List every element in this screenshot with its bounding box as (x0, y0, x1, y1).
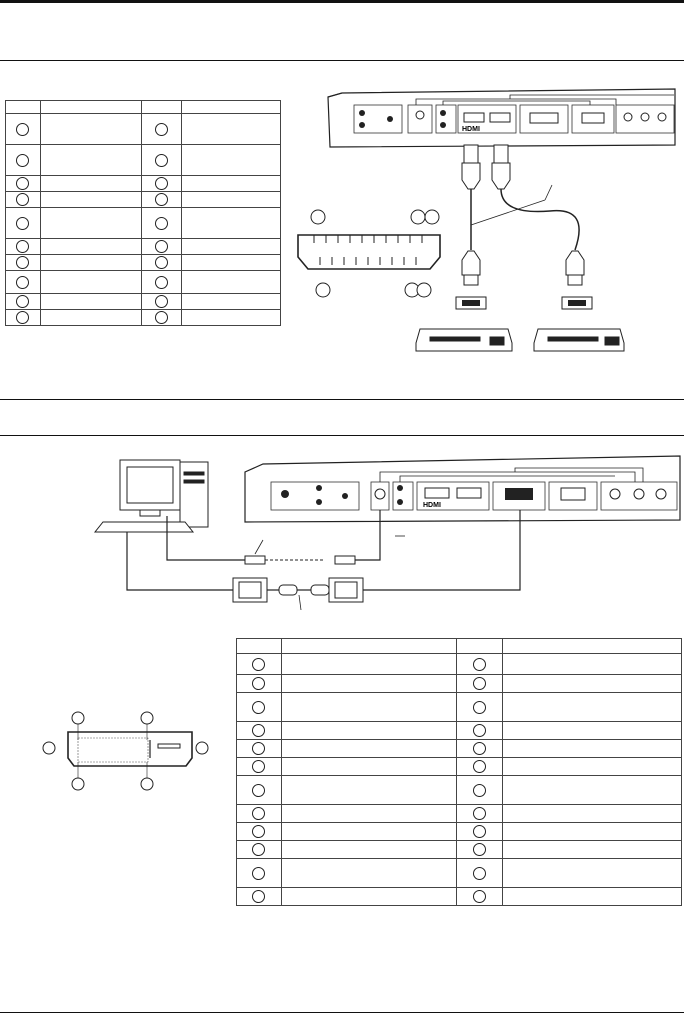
section-divider-2 (0, 399, 684, 400)
pin-number-circle (472, 890, 486, 903)
pin-number-circle (16, 275, 30, 289)
pin-number-circle (154, 240, 168, 253)
dvd-player-2 (533, 328, 625, 352)
table-row (5, 144, 282, 176)
hdmi-pin-table (5, 100, 282, 326)
table-row (236, 775, 682, 805)
hdmi-cable-1 (491, 144, 585, 286)
pin-number-circle (16, 311, 30, 324)
table-row (236, 692, 682, 722)
table-row (236, 887, 682, 906)
pin-number-circle (252, 657, 266, 671)
table-row (236, 721, 682, 740)
hdmi-cable-2 (461, 144, 481, 286)
component-block (615, 104, 675, 134)
bottom-border (0, 1012, 684, 1013)
top-border (0, 0, 684, 3)
pin-number-circle (154, 295, 168, 308)
pin-number-circle (252, 807, 266, 820)
table-row (236, 858, 682, 888)
table-row (236, 804, 682, 823)
pin-number-circle (252, 677, 266, 690)
pin-number-circle (154, 311, 168, 324)
pin-number-circle (252, 724, 266, 737)
audio-cable (166, 516, 245, 561)
hdmi-pins-top (313, 235, 423, 265)
pin-number-circle (16, 256, 30, 269)
dvi-pin-table (236, 638, 682, 906)
pin-number-circle (16, 216, 30, 230)
hdmi-connection-diagram: HDMI (297, 88, 676, 352)
dvd-player-1 (415, 328, 513, 352)
table-row (236, 653, 682, 675)
callout-circle (410, 209, 426, 225)
pin-number-circle (16, 193, 30, 206)
hdmi-logo-bottom: HDMI (423, 502, 441, 509)
pin-number-circle (154, 193, 168, 206)
pc-in-block (571, 104, 615, 134)
table-row (236, 674, 682, 693)
table-header-row (5, 100, 282, 114)
hdmi-ports-block (457, 104, 517, 134)
pin-number-circle (16, 240, 30, 253)
pin-number-circle (472, 724, 486, 737)
pin-number-circle (16, 295, 30, 308)
dvi-connector-pin-diagram (42, 711, 209, 791)
callout-circle (416, 282, 432, 298)
pin-number-circle (472, 807, 486, 820)
pin-number-circle (472, 700, 486, 714)
pin-number-circle (252, 700, 266, 714)
pin-number-circle (252, 760, 266, 773)
pin-number-circle (154, 275, 168, 289)
section-divider-3 (0, 435, 684, 436)
pin-number-circle (472, 783, 486, 797)
computer-icon (93, 459, 209, 533)
pin-number-circle (472, 657, 486, 671)
table-row (5, 309, 282, 326)
hdmi-logo-top: HDMI (462, 126, 480, 133)
pin-number-circle (16, 122, 30, 136)
callout-circle (424, 209, 440, 225)
table-row (5, 191, 282, 208)
callout-circle (315, 282, 331, 298)
table-row (5, 238, 282, 255)
pin-number-circle (252, 742, 266, 755)
pin-number-circle (252, 825, 266, 838)
pin-number-circle (154, 256, 168, 269)
pin-number-circle (472, 742, 486, 755)
pin-number-circle (252, 866, 266, 880)
table-row (5, 175, 282, 192)
pin-number-circle (472, 677, 486, 690)
dvi-cable (126, 532, 233, 591)
table-row (236, 739, 682, 758)
dvi-connection-diagram: HDMI (93, 455, 681, 611)
pin-number-circle (252, 783, 266, 797)
pin-number-circle (472, 866, 486, 880)
table-row (5, 270, 282, 294)
pin-number-circle (16, 153, 30, 167)
hdmi-connector-pin-diagram (297, 209, 441, 298)
pin-number-circle (472, 843, 486, 856)
table-row (5, 293, 282, 310)
table-row (236, 840, 682, 859)
table-row (5, 113, 282, 145)
table-row (236, 757, 682, 776)
audio-in-block (353, 104, 403, 134)
section-divider-1 (0, 60, 684, 61)
callout-circle (310, 209, 326, 225)
pin-number-circle (472, 825, 486, 838)
table-header-row (236, 638, 682, 654)
pin-number-circle (252, 843, 266, 856)
pin-number-circle (16, 177, 30, 190)
pin-number-circle (154, 153, 168, 167)
pin-number-circle (154, 122, 168, 136)
pin-number-circle (472, 760, 486, 773)
pin-number-circle (154, 216, 168, 230)
pin-number-circle (252, 890, 266, 903)
table-row (5, 254, 282, 271)
table-row (5, 207, 282, 239)
pin-number-circle (154, 177, 168, 190)
table-row (236, 822, 682, 841)
